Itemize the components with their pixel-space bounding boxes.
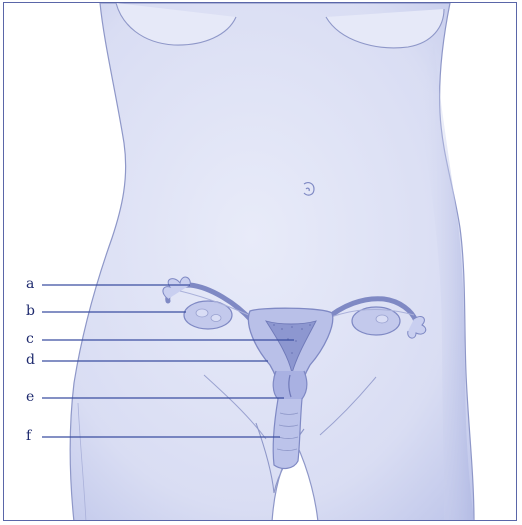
torso-shape: [70, 3, 474, 521]
anatomy-illustration: [4, 3, 517, 521]
label-a: a: [26, 277, 34, 291]
right-ovary: [352, 307, 400, 335]
label-f: f: [26, 429, 31, 443]
vagina: [273, 399, 302, 468]
label-d: d: [26, 353, 35, 367]
label-b: b: [26, 304, 35, 318]
label-e: e: [26, 390, 34, 404]
right-ovary-follicle: [376, 315, 388, 323]
left-ovary-follicle-2: [211, 315, 221, 322]
left-ovary-follicle: [196, 309, 208, 317]
label-c: c: [26, 332, 34, 346]
illustration-frame: a b c d e f: [3, 2, 517, 521]
